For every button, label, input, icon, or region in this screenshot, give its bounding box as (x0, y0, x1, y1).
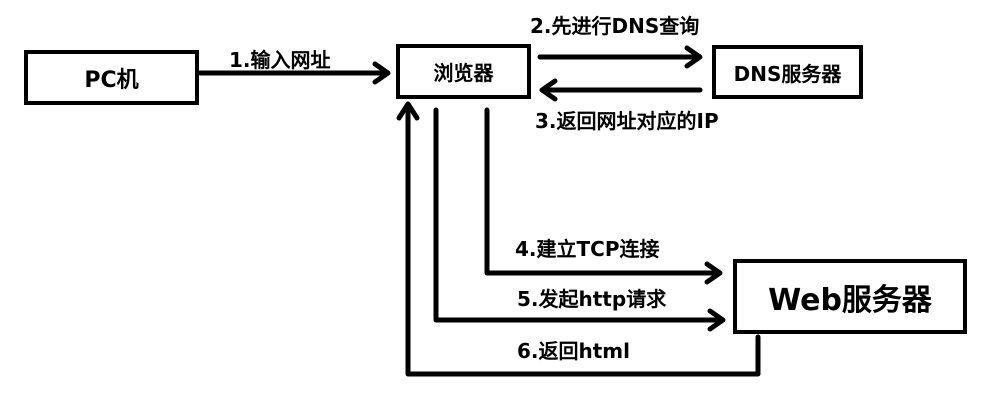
arrow-step-4 (484, 107, 723, 285)
arrow-step-2 (537, 45, 703, 69)
dns-server-node-label: DNS服务器 (733, 61, 842, 86)
pc-node-label: PC机 (84, 67, 139, 93)
step-4-label: 4.建立TCP连接 (515, 237, 660, 261)
arrow-step-6 (396, 101, 761, 377)
browser-node: 浏览器 (396, 44, 531, 99)
pc-node: PC机 (24, 50, 199, 105)
web-server-node-label: Web服务器 (768, 282, 932, 318)
step-1-label: 1.输入网址 (229, 48, 331, 72)
step-2-label: 2.先进行DNS查询 (530, 14, 700, 38)
arrow-step-1 (197, 61, 391, 85)
step-6-label: 6.返回html (517, 339, 631, 363)
arrow-step-5 (433, 107, 726, 332)
step-3-label: 3.返回网址对应的IP (535, 109, 719, 133)
browser-node-label: 浏览器 (433, 61, 494, 85)
dns-server-node: DNS服务器 (712, 45, 863, 99)
arrow-step-3 (539, 78, 703, 102)
step-5-label: 5.发起http请求 (517, 287, 667, 311)
web-server-node: Web服务器 (733, 259, 967, 334)
